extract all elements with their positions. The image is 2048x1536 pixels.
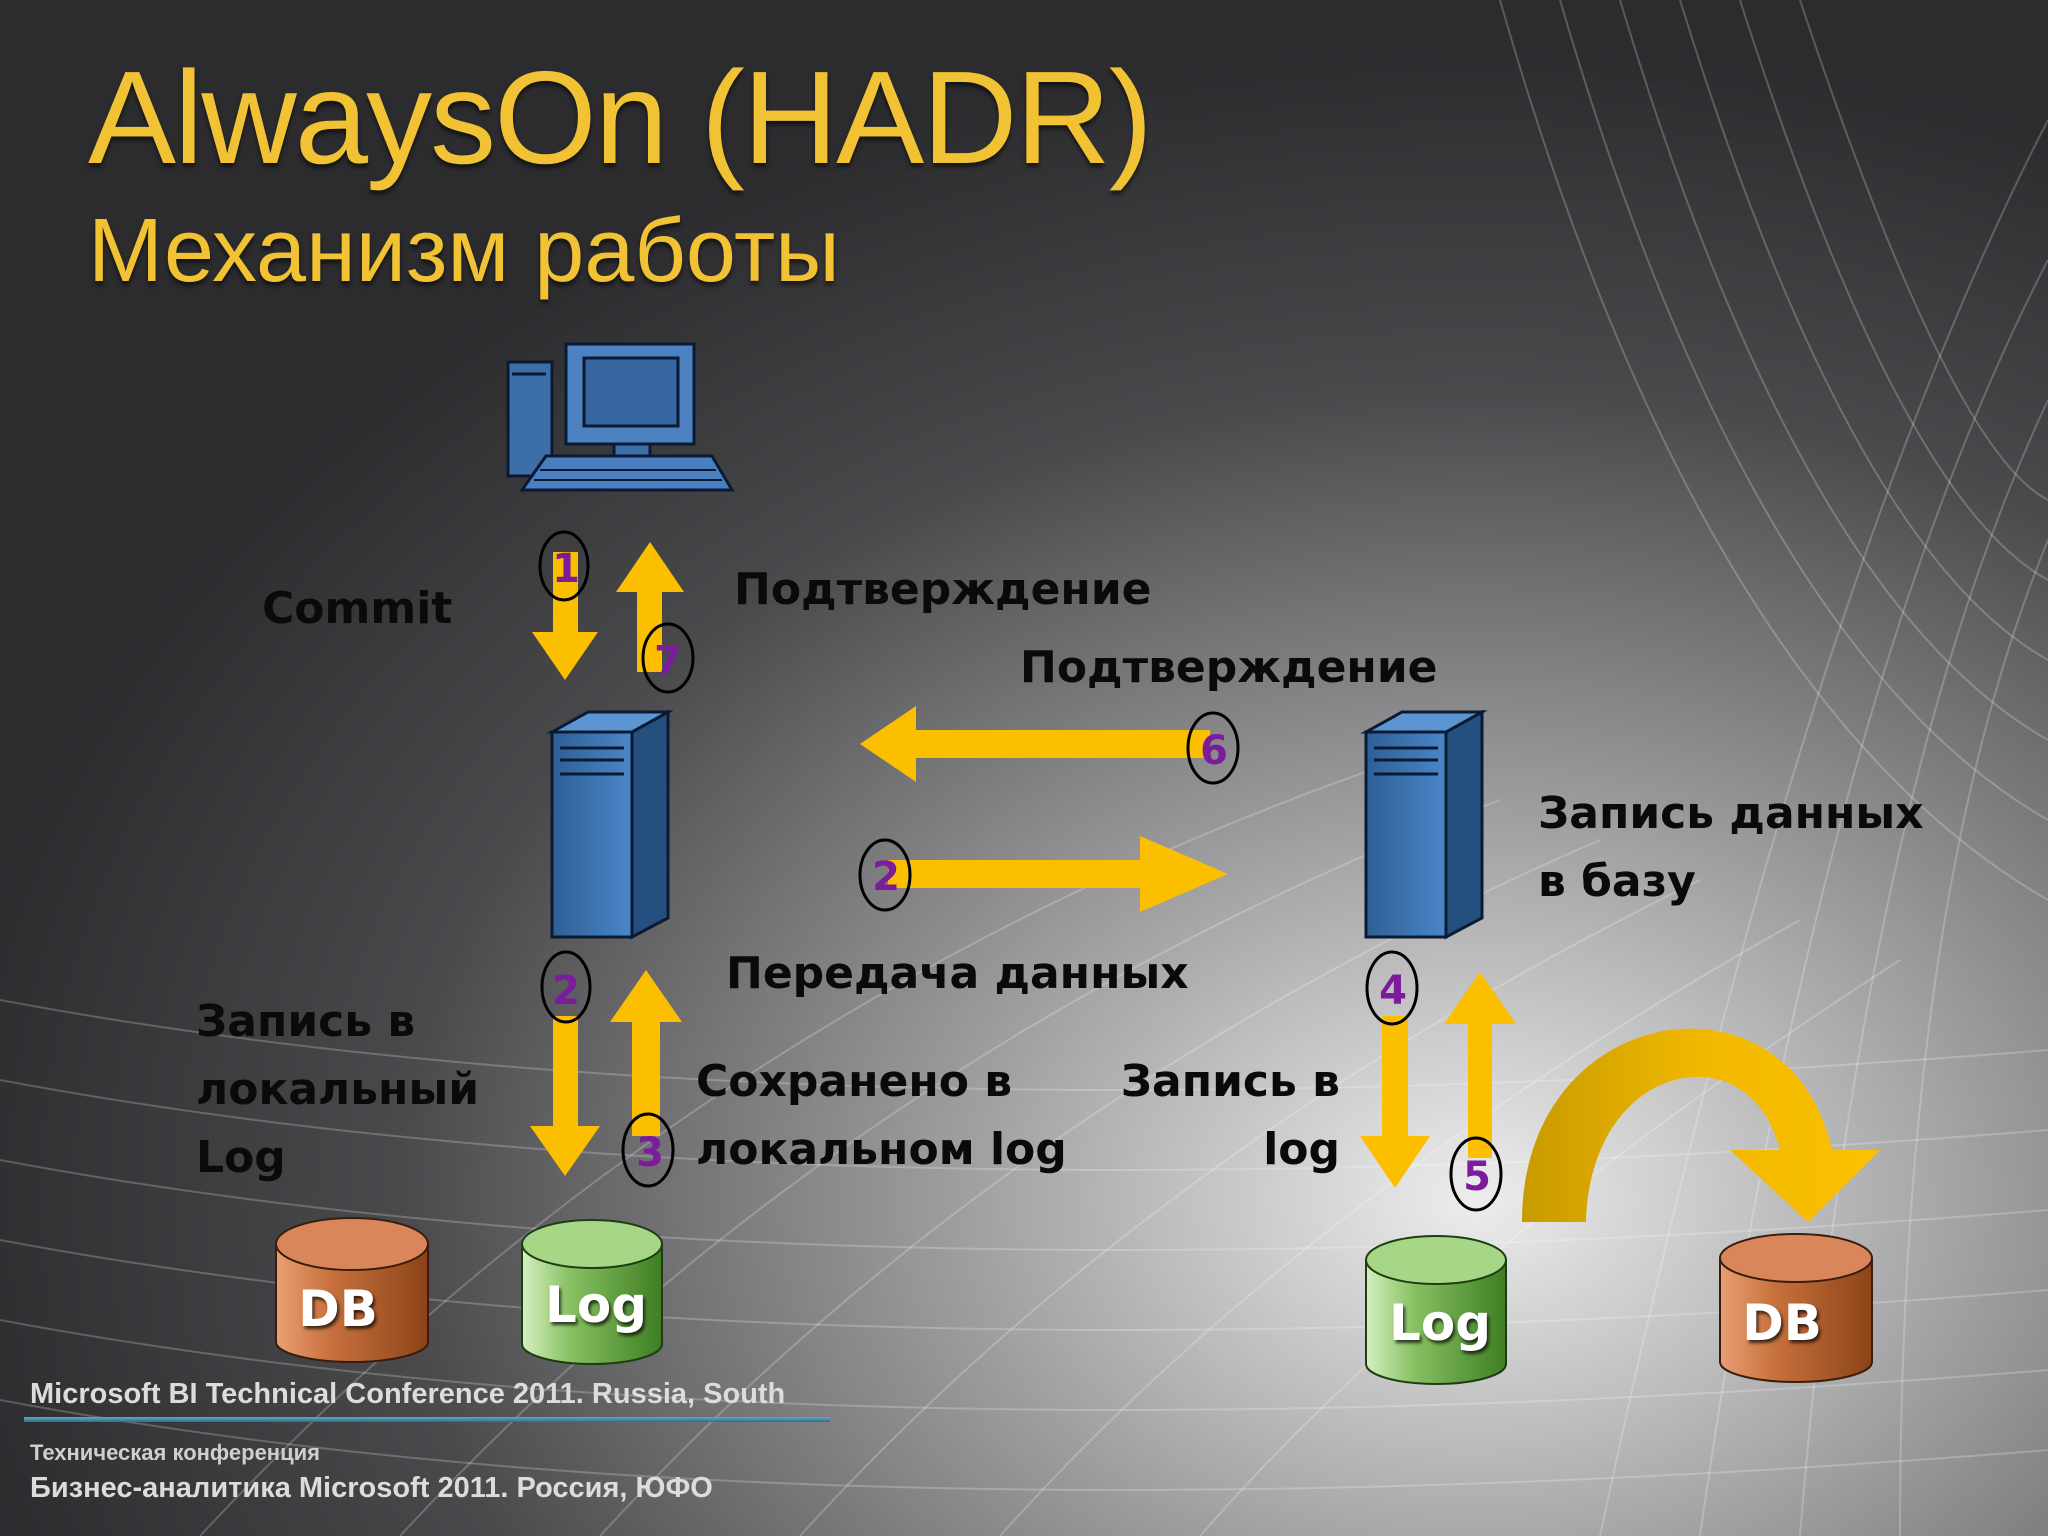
step-circle-1 (538, 530, 590, 602)
label-confirm-mid: Подтверждение (1020, 642, 1438, 693)
primary-server-icon (546, 709, 674, 940)
footer-divider (24, 1417, 830, 1422)
arrow-log-up (1444, 972, 1516, 1158)
label-confirm-top: Подтверждение (734, 564, 1152, 615)
footer-conference-ru: Бизнес-аналитика Microsoft 2011. Россия,… (30, 1472, 713, 1504)
step-circle-5 (1449, 1136, 1503, 1212)
slide-title: AlwaysOn (HADR) (88, 44, 1153, 191)
secondary-log-cylinder (1365, 1235, 1507, 1385)
arrow-write-log-down (1360, 1016, 1430, 1188)
arrow-saved-local-up (610, 970, 682, 1136)
step-number-5: 5 (1463, 1154, 1491, 1200)
step-circle-4 (1365, 950, 1419, 1026)
step-circle-6 (1186, 711, 1240, 785)
arrow-transfer-right (888, 836, 1228, 912)
step-circle-2-bottom (540, 950, 592, 1024)
secondary-db-cylinder (1719, 1233, 1873, 1383)
primary-db-label: DB (298, 1280, 378, 1338)
arrow-log-to-db-curve (1522, 1028, 1880, 1222)
step-number-2-top: 2 (872, 854, 900, 900)
primary-log-cylinder (521, 1219, 663, 1365)
label-saved-line2: локальном log (696, 1124, 1067, 1175)
label-write-log-line1: Запись в (1120, 1056, 1340, 1107)
label-write-log: Запись в log (1080, 1048, 1340, 1184)
secondary-db-label: DB (1742, 1294, 1822, 1352)
step-number-1: 1 (552, 546, 580, 592)
arrow-commit-down (532, 552, 598, 680)
secondary-server-icon (1360, 709, 1488, 940)
primary-log-label: Log (544, 1276, 647, 1334)
label-write-db-line2: в базу (1538, 856, 1696, 907)
slide-subtitle: Механизм работы (88, 201, 840, 301)
primary-db-cylinder (275, 1217, 429, 1363)
step-number-7: 7 (654, 638, 682, 684)
label-saved-line1: Сохранено в (696, 1056, 1013, 1107)
computer-icon (506, 342, 735, 492)
step-number-4: 4 (1379, 968, 1407, 1014)
step-circle-2-top (858, 838, 912, 912)
label-write-local-line2: локальный (196, 1064, 480, 1115)
arrow-confirm-left (860, 706, 1210, 782)
step-number-6: 6 (1200, 728, 1228, 774)
arrow-confirm-up (616, 542, 684, 672)
label-write-db: Запись данных в базу (1538, 780, 1924, 916)
step-number-3: 3 (636, 1130, 664, 1176)
label-write-db-line1: Запись данных (1538, 788, 1924, 839)
step-number-2-bottom: 2 (552, 968, 580, 1014)
footer-conference-ru-label: Техническая конференция (30, 1440, 320, 1465)
label-saved-local: Сохранено в локальном log (696, 1048, 1067, 1184)
secondary-log-label: Log (1388, 1294, 1491, 1352)
label-transfer: Передача данных (726, 948, 1189, 999)
label-write-local-line1: Запись в (196, 996, 416, 1047)
step-circle-7 (641, 622, 695, 694)
footer-conference-en: Microsoft BI Technical Conference 2011. … (30, 1378, 786, 1410)
step-circle-3 (621, 1112, 675, 1188)
arrow-write-local-down (530, 1016, 600, 1176)
label-write-local-line3: Log (196, 1132, 286, 1183)
label-commit: Commit (262, 583, 453, 634)
label-write-local: Запись в локальный Log (196, 988, 479, 1192)
label-write-log-line2: log (1263, 1124, 1340, 1175)
